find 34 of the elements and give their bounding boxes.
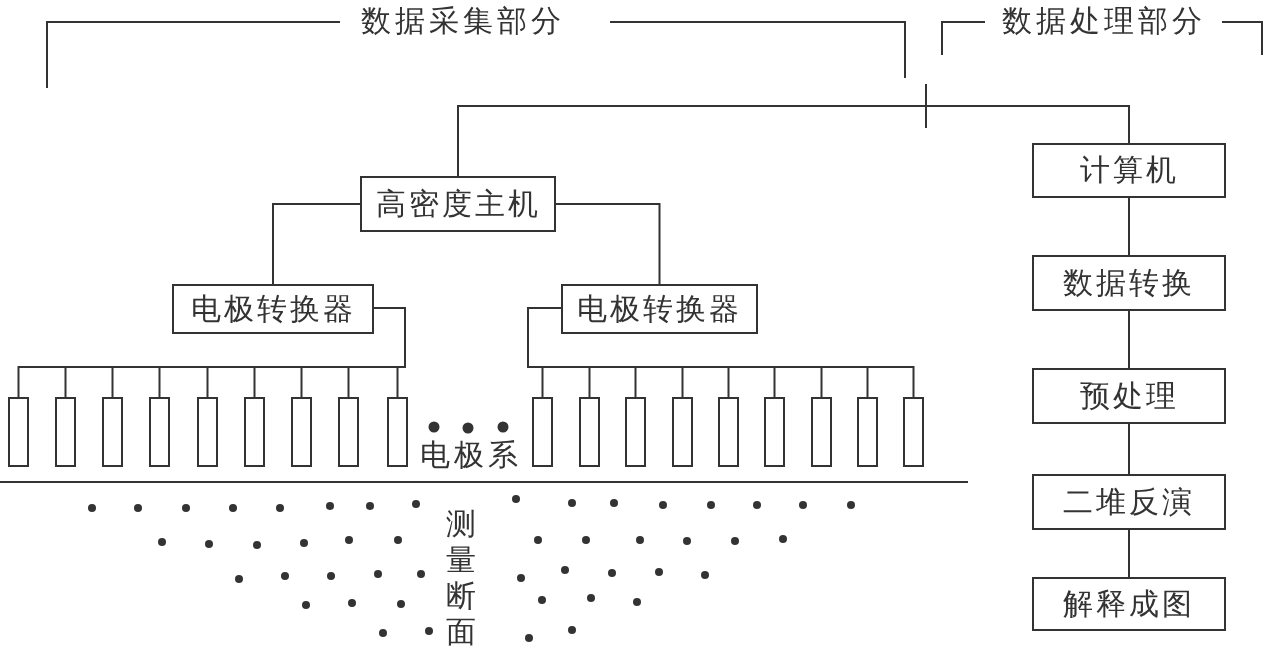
electrode-box [338, 397, 359, 467]
electrode-box [387, 397, 408, 467]
connector-line [1128, 529, 1130, 578]
process-box: 高密度主机 [360, 176, 556, 232]
connector-line [1128, 310, 1130, 369]
electrode-box [244, 397, 265, 467]
process-box: 数据转换 [1032, 255, 1226, 311]
connector-line [555, 203, 661, 285]
electrode-box [857, 397, 878, 467]
process-box: 解释成图 [1032, 577, 1226, 631]
connector-line [1128, 197, 1130, 256]
electrode-box [149, 397, 170, 467]
electrode-box [672, 397, 693, 467]
electrode-box [579, 397, 600, 467]
electrode-box [55, 397, 76, 467]
electrode-box [102, 397, 123, 467]
electrode-box [532, 397, 553, 467]
electrode-box [197, 397, 218, 467]
electrode-box [764, 397, 785, 467]
process-box: 电极转换器 [561, 284, 758, 334]
electrode-box [8, 397, 29, 467]
connector-line [1128, 423, 1130, 475]
process-box: 二堆反演 [1032, 474, 1226, 530]
electrode-box [811, 397, 832, 467]
process-box: 预处理 [1032, 368, 1226, 424]
connector-line [373, 307, 406, 398]
connector-line [272, 203, 361, 285]
connector-line [457, 105, 1130, 177]
process-box: 电极转换器 [172, 284, 374, 334]
electrode-box [625, 397, 646, 467]
process-box: 计算机 [1032, 143, 1226, 198]
electrode-box [291, 397, 312, 467]
electrode-box [903, 397, 924, 467]
electrode-box [718, 397, 739, 467]
